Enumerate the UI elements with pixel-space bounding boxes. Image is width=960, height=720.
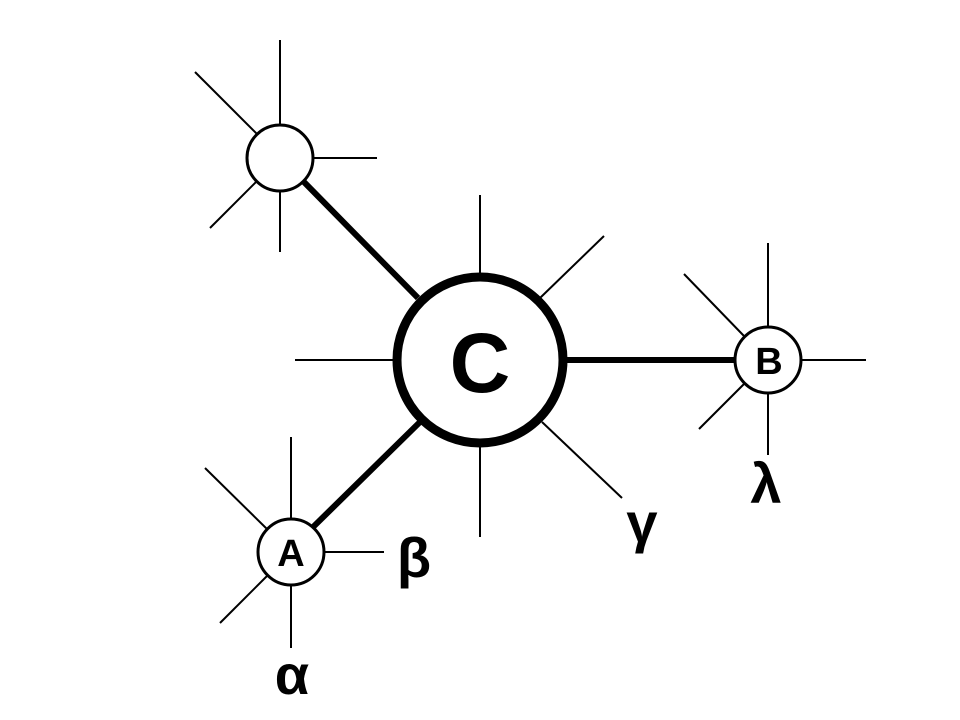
lambda-label: λ [750, 452, 781, 515]
center-node-spokes [295, 195, 605, 537]
beta-label: β [397, 526, 431, 589]
gamma-label: γ [626, 491, 657, 554]
bond-center-a [305, 419, 423, 535]
gamma-bond [541, 421, 623, 499]
a-node-label: A [277, 533, 304, 575]
bond-center-top-left [300, 178, 421, 301]
top-left-node [245, 123, 315, 193]
center-node [392, 272, 568, 448]
b-node-spokes [683, 243, 866, 430]
center-node-label: C [450, 316, 511, 410]
b-node-label: B [755, 341, 782, 383]
a-node-spokes [204, 437, 292, 624]
a-node [256, 517, 326, 587]
alpha-label: α [275, 643, 309, 706]
b-node [733, 325, 803, 395]
top-left-node-spokes [194, 40, 377, 252]
